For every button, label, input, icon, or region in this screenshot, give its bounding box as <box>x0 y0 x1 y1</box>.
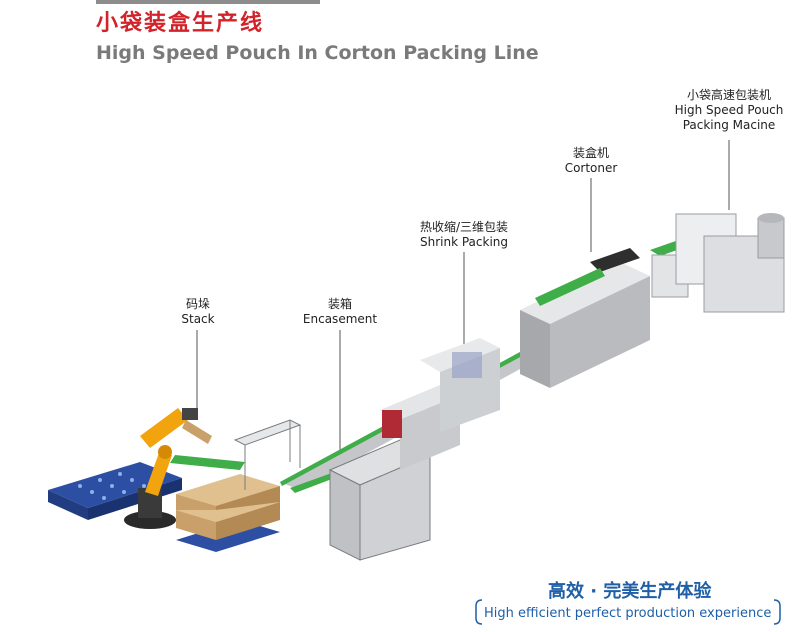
cartoner-machine <box>520 248 650 388</box>
label-encase-cn: 装箱 <box>327 297 352 311</box>
label-shrink-packing: 热收缩/三维包装 Shrink Packing <box>404 220 524 250</box>
label-encasement: 装箱 Encasement <box>300 297 380 327</box>
title-underline <box>96 0 320 4</box>
stacked-cartons <box>176 474 280 552</box>
label-stack: 码垛 Stack <box>172 297 224 327</box>
label-stack-cn: 码垛 <box>185 297 210 311</box>
label-pouch-packing: 小袋高速包装机 High Speed Pouch Packing Macine <box>672 88 786 133</box>
label-pouch-en-1: High Speed Pouch <box>674 103 784 117</box>
palletizing-robot <box>124 408 212 529</box>
label-encase-en: Encasement <box>302 312 378 326</box>
leader-lines <box>196 140 730 455</box>
slogan-bracket <box>475 599 781 625</box>
pouch-packing-machine <box>650 213 785 313</box>
label-shrink-cn: 热收缩/三维包装 <box>419 220 509 234</box>
shrink-packing-machine <box>380 338 500 470</box>
slogan-cn: 高效 · 完美生产体验 <box>548 581 712 602</box>
label-cartoner-en: Cortoner <box>564 161 618 175</box>
label-stack-en: Stack <box>181 312 215 326</box>
label-shrink-en: Shrink Packing <box>419 235 508 249</box>
label-cartoner: 装盒机 Cortoner <box>556 146 626 176</box>
label-pouch-cn: 小袋高速包装机 <box>686 88 771 102</box>
slogan-en: High efficient perfect production experi… <box>484 606 772 621</box>
label-pouch-en-2: Packing Macine <box>682 118 776 132</box>
label-cartoner-cn: 装盒机 <box>572 146 609 160</box>
page-subtitle: High Speed Pouch In Corton Packing Line <box>96 42 539 64</box>
page-title: 小袋装盒生产线 <box>96 11 265 36</box>
